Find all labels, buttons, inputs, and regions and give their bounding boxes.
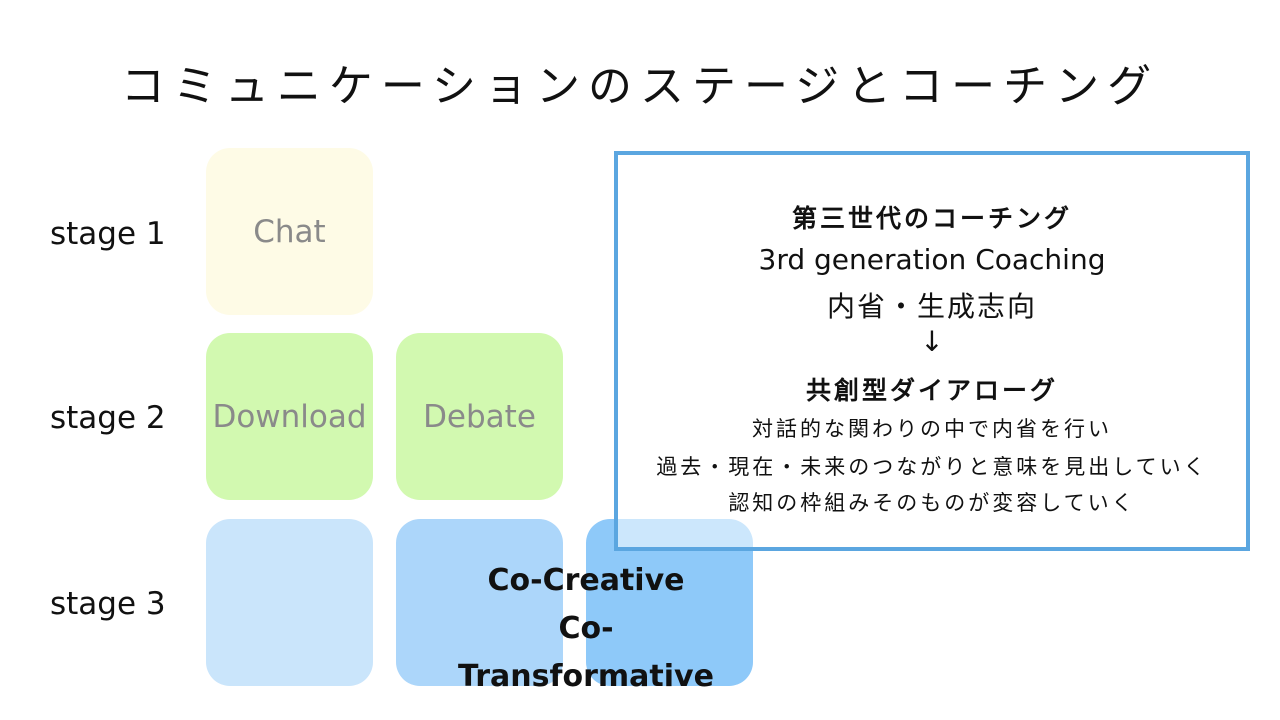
stage3-box-mid <box>396 519 563 686</box>
chat-box: Chat <box>206 148 373 315</box>
coaching-orientation: 内省・生成志向 <box>826 290 1037 323</box>
co-creative-label: Co-Creative <box>487 563 685 598</box>
co-creative-label-block: Co-Creative Co-Transformative <box>436 557 736 701</box>
stage3-box-light <box>206 519 373 686</box>
chat-label: Chat <box>253 213 326 250</box>
dialogue-line-1: 対話的な関わりの中で内省を行い <box>752 417 1112 441</box>
dialogue-line-2: 過去・現在・未来のつながりと意味を見出していく <box>656 455 1208 479</box>
download-label: Download <box>212 398 367 435</box>
stage-2-label: stage 2 <box>50 400 166 436</box>
stage-1-label: stage 1 <box>50 216 166 252</box>
down-arrow-icon: ↓ <box>920 325 944 358</box>
co-transformative-label: Co-Transformative <box>458 611 714 694</box>
dialogue-heading: 共創型ダイアローグ <box>805 376 1058 405</box>
debate-box: Debate <box>396 333 563 500</box>
download-box: Download <box>206 333 373 500</box>
stage-3-label: stage 3 <box>50 586 166 622</box>
third-generation-coaching-panel: 第三世代のコーチング 3rd generation Coaching 内省・生成… <box>614 151 1250 551</box>
dialogue-line-3: 認知の枠組みそのものが変容していく <box>728 491 1136 515</box>
coaching-english: 3rd generation Coaching <box>758 243 1106 276</box>
slide-title: コミュニケーションのステージとコーチング <box>120 61 1160 112</box>
coaching-heading: 第三世代のコーチング <box>791 204 1072 233</box>
debate-label: Debate <box>423 398 536 435</box>
